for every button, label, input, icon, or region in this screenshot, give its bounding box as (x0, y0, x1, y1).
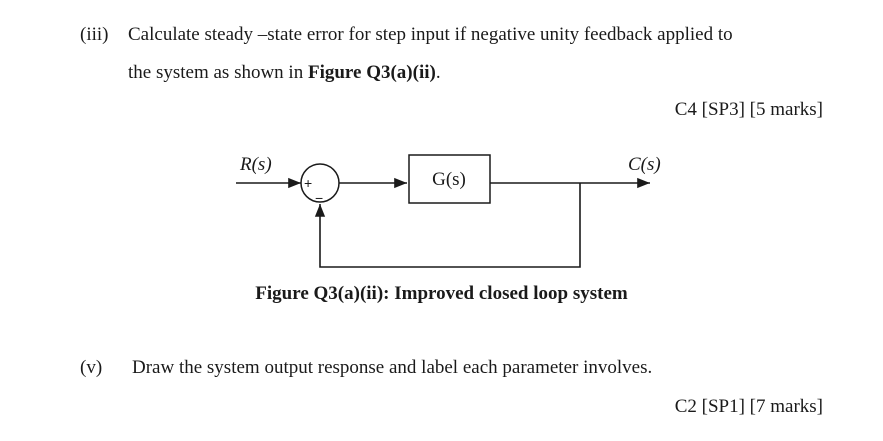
question-iii-text-line2: the system as shown in Figure Q3(a)(ii). (128, 62, 441, 84)
question-iii-text-line1: Calculate steady –state error for step i… (128, 24, 733, 45)
question-v-text: Draw the system output response and labe… (132, 357, 653, 378)
plant-block-label: G(s) (432, 169, 466, 190)
question-iii-marks: C4 [SP3] [5 marks] (674, 99, 823, 120)
summing-minus-sign: − (315, 190, 323, 206)
summing-junction (300, 163, 340, 203)
input-signal-label: R(s) (239, 154, 272, 175)
figure-caption: Figure Q3(a)(ii): Improved closed loop s… (255, 283, 628, 304)
question-number-v: (v) (80, 357, 103, 378)
plant-block (408, 154, 491, 204)
feedback-path (314, 183, 581, 268)
output-signal-label: C(s) (628, 154, 661, 175)
question-iii-text-prefix: the system as shown in (128, 62, 308, 83)
question-v-marks: C2 [SP1] [7 marks] (674, 396, 823, 417)
summing-plus-sign: + (304, 175, 312, 191)
question-iii-text-suffix: . (435, 62, 441, 83)
figure-reference: Figure Q3(a)(ii) (307, 62, 436, 83)
question-number-iii: (iii) (80, 24, 109, 45)
